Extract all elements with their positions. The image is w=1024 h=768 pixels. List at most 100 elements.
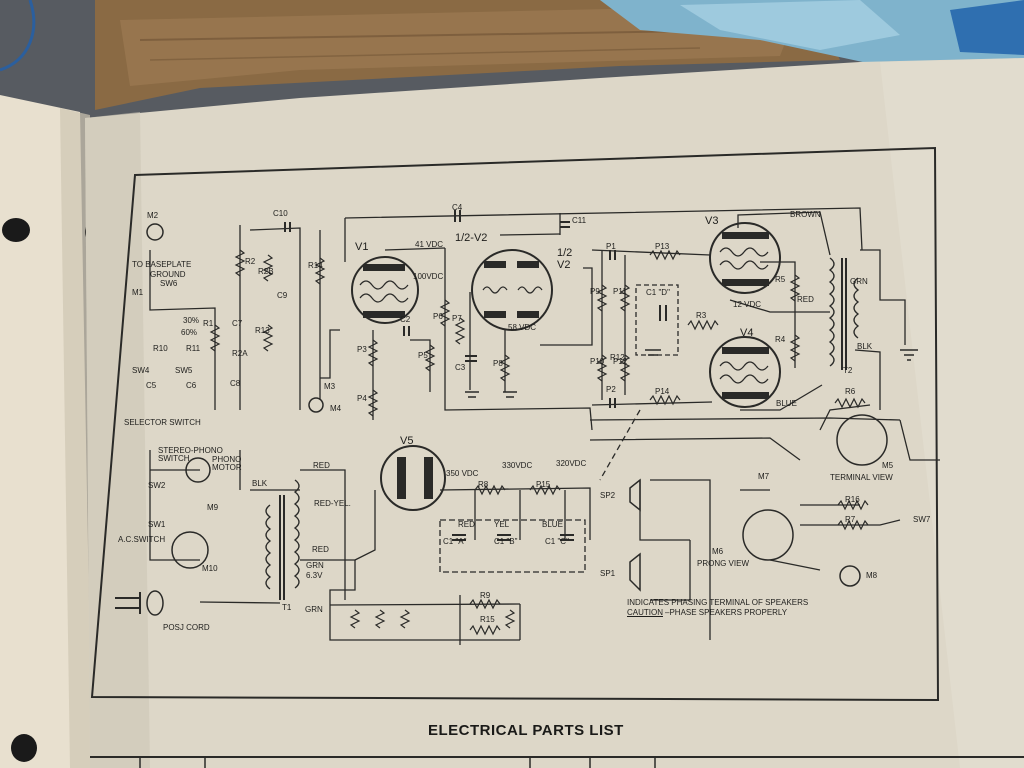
component-label: P3 (357, 345, 367, 354)
component-label: R13 (255, 326, 270, 335)
voltage-label: 12 VDC (733, 300, 762, 309)
component-label: C1 "C" (545, 537, 569, 546)
component-label: P1 (606, 242, 616, 251)
schematic-wiring (149, 207, 940, 645)
component-label: P5 (418, 351, 428, 360)
component-label: M5 (882, 461, 894, 470)
tube-v4 (709, 336, 781, 408)
component-label: R14 (308, 261, 323, 270)
component-label: T1 (282, 603, 292, 612)
component-label: C9 (277, 291, 288, 300)
tube-label-v3: V3 (705, 215, 719, 227)
component-label: T2 (843, 366, 853, 375)
caption-phono-motor: PHONO MOTOR (212, 455, 242, 472)
component-label: R10 (153, 344, 168, 353)
caption-stereo-phono-switch: STEREO-PHONO SWITCH (158, 446, 223, 463)
component-label: C1 "A" (443, 537, 467, 546)
component-label: R7 (845, 515, 856, 524)
caption-posj-cord: POSJ CORD (163, 623, 210, 632)
component-label: SW2 (148, 481, 166, 490)
caption-terminal-view: TERMINAL VIEW (830, 473, 893, 482)
speaker-sp2 (629, 478, 641, 512)
caption-to-baseplate: TO BASEPLATE (132, 260, 192, 269)
component-label: P6 (433, 312, 443, 321)
speaker-sp1 (629, 552, 641, 592)
component-label: R2 (245, 257, 256, 266)
component-label: P14 (655, 387, 670, 396)
phono-motor-symbol (185, 457, 211, 483)
component-label: SW7 (913, 515, 931, 524)
jack-m2 (146, 223, 164, 241)
tube-v5 (380, 445, 446, 511)
component-label: M9 (207, 503, 219, 512)
component-label: P4 (357, 394, 367, 403)
component-label: P7 (452, 314, 462, 323)
wire-color-label: BROWN (790, 210, 821, 219)
tube-label-v2-b: 1/2 V2 (557, 247, 573, 271)
component-label: C10 (273, 209, 288, 218)
transformer-t1 (265, 479, 300, 600)
component-label: M6 (712, 547, 724, 556)
capacitors (284, 210, 667, 541)
blue-object (950, 0, 1024, 55)
component-label: C11 (572, 216, 587, 225)
caption-caution: CAUTION (627, 608, 663, 617)
binder-hole (11, 734, 37, 762)
wire-color-label: YEL (494, 520, 510, 529)
wire-color-label: GRN (306, 561, 324, 570)
component-label: SP1 (600, 569, 616, 578)
wire-color-label: BLUE (542, 520, 563, 529)
component-label: P10 (590, 357, 605, 366)
wire-color-label: RED (313, 461, 330, 470)
voltage-label: 350 VDC (446, 469, 479, 478)
caption-60-percent: 60% (181, 328, 198, 337)
component-label: C3 (455, 363, 466, 372)
component-label: P9 (590, 287, 600, 296)
component-label: R11 (186, 344, 201, 353)
component-label: R5 (775, 275, 786, 284)
caption-selector-switch: SELECTOR SWITCH (124, 418, 201, 427)
component-label: R9 (480, 591, 491, 600)
caption-ac-switch: A.C.SWITCH (118, 535, 166, 544)
terminal-socket-m5 (836, 414, 888, 466)
tube-v3 (709, 222, 781, 294)
component-label: R16 (845, 495, 860, 504)
component-label: P12 (613, 357, 628, 366)
component-label: SW6 (160, 279, 178, 288)
wire-color-label: GRN (305, 605, 323, 614)
component-label: R2B (258, 267, 274, 276)
voltage-label: 100VDC (413, 272, 444, 281)
caption-30-percent: 30% (183, 316, 200, 325)
voltage-label: 58 VDC (508, 323, 537, 332)
tube-v1 (351, 256, 419, 324)
jack-m4 (308, 397, 324, 413)
component-label: C1 "D" (646, 288, 670, 297)
component-label: M2 (147, 211, 159, 220)
voltage-label: 330VDC (502, 461, 533, 470)
component-label: R8 (478, 480, 489, 489)
caption-caution-text: –PHASE SPEAKERS PROPERLY (665, 608, 788, 617)
component-label: M7 (758, 472, 770, 481)
wire-color-label: BLK (857, 342, 873, 351)
caption-phasing-note: INDICATES PHASING TERMINAL OF SPEAKERS (627, 598, 809, 607)
component-label: M10 (202, 564, 218, 573)
socket-m10 (171, 531, 209, 569)
component-label: R2A (232, 349, 248, 358)
component-label: P8 (493, 359, 503, 368)
transformer-t2 (828, 257, 860, 370)
component-label: M3 (324, 382, 336, 391)
wire-color-label: RED (458, 520, 475, 529)
parts-list-title: ELECTRICAL PARTS LIST (428, 722, 624, 739)
tube-label-v5: V5 (400, 435, 414, 447)
wire-color-label: BLK (252, 479, 268, 488)
component-label: R6 (845, 387, 856, 396)
binder-hole (2, 218, 30, 242)
tube-label-v4: V4 (740, 327, 754, 339)
component-label: SW5 (175, 366, 193, 375)
tube-label-v1: V1 (355, 241, 369, 253)
tube-v2 (471, 249, 553, 331)
component-label: R12 (610, 353, 625, 362)
component-label: C4 (452, 203, 463, 212)
component-label: C5 (146, 381, 157, 390)
